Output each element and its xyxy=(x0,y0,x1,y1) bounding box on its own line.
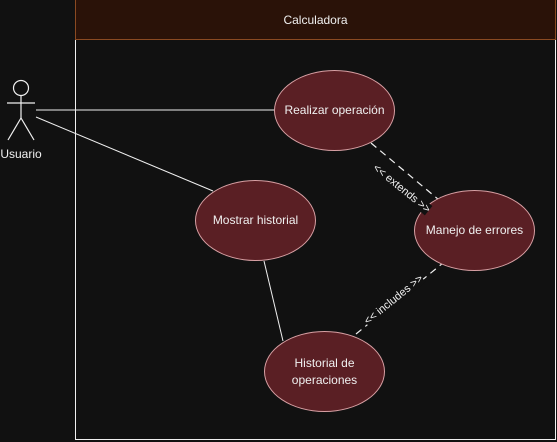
use-case-label: Realizar operación xyxy=(284,103,385,118)
actor-stick-figure-icon xyxy=(7,79,35,141)
system-boundary-title: Calculadora xyxy=(75,0,556,40)
use-case-historial-de-operaciones: Historial de operaciones xyxy=(264,331,385,412)
actor-label: Usuario xyxy=(0,147,42,161)
system-boundary xyxy=(75,0,556,440)
use-case-manejo-de-errores: Manejo de errores xyxy=(414,190,535,271)
association-line-mostrar xyxy=(35,116,214,192)
use-case-label: Manejo de errores xyxy=(425,223,524,238)
extends-dashed-line xyxy=(370,142,446,206)
use-case-mostrar-historial: Mostrar historial xyxy=(195,180,316,261)
use-case-label: Mostrar historial xyxy=(212,213,299,228)
association-line-historial xyxy=(263,260,284,342)
use-case-label: Historial de operaciones xyxy=(291,356,358,387)
use-case-realizar-operacion: Realizar operación xyxy=(274,70,395,151)
